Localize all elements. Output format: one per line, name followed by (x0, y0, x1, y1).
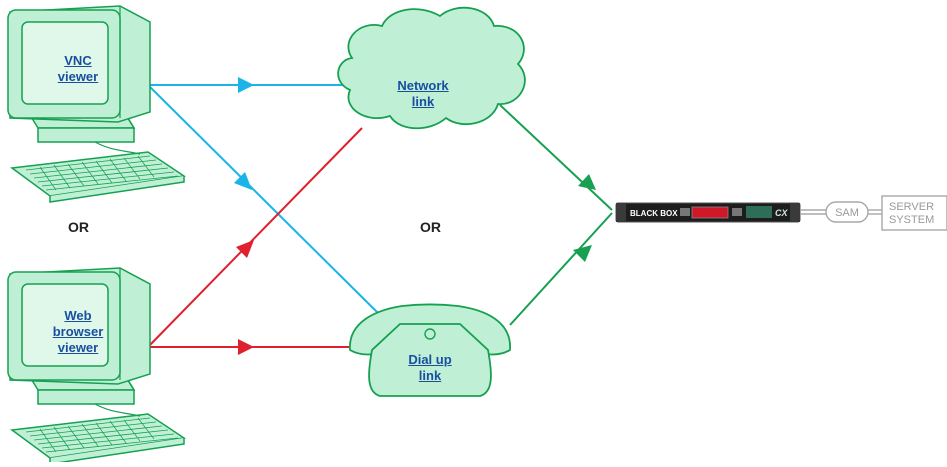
device-port-2 (732, 208, 742, 216)
arrow-vnc-dialup (234, 172, 252, 190)
web-viewer-label-line1: Web (64, 308, 92, 323)
vnc-computer (7, 5, 185, 203)
arrow-dialup-device (573, 245, 592, 262)
dialup-to-device-line (509, 212, 613, 326)
blackbox-device (615, 202, 801, 223)
arrow-web-network (236, 240, 254, 258)
arrow-network-device (578, 174, 596, 190)
device-display (691, 206, 729, 219)
sam-connection (800, 195, 947, 231)
web-viewer-label-line3: viewer (57, 340, 99, 355)
green-connections (499, 104, 613, 326)
network-to-device-line (499, 104, 613, 211)
dialup-link[interactable]: Dial up link (394, 352, 466, 384)
web-viewer-label-line2: browser (52, 324, 104, 339)
device-logo-panel (746, 206, 772, 218)
device-model-label: CX (775, 208, 788, 218)
dialup-link-label-line2: link (418, 368, 442, 383)
web-browser-viewer-link[interactable]: Web browser viewer (44, 308, 112, 356)
or-label-middle: OR (420, 219, 441, 235)
device-brand-label: BLACK BOX (630, 209, 678, 218)
web-computer-graphic (7, 267, 185, 465)
dialup-telephone (349, 303, 511, 397)
network-link-label-line2: link (411, 94, 435, 109)
server-label-line1: SERVER (889, 201, 934, 213)
network-link[interactable]: Network link (388, 78, 458, 110)
blue-connections (147, 84, 379, 314)
sam-label: SAM (835, 207, 859, 219)
dialup-link-label-line1: Dial up (408, 352, 452, 367)
device-left-cap (616, 203, 626, 222)
network-link-label-line1: Network (397, 78, 449, 93)
vnc-viewer-label-line1: VNC (64, 53, 92, 68)
vnc-to-dialup-line (147, 84, 379, 314)
red-connections (147, 127, 363, 348)
arrow-vnc-network (238, 77, 254, 93)
server-box (881, 195, 947, 231)
device-right-cap (790, 203, 800, 222)
device-port-1 (680, 208, 690, 216)
sam-box (825, 201, 869, 223)
network-cloud (337, 6, 526, 130)
arrow-web-dialup (238, 339, 254, 355)
vnc-viewer-label-line2: viewer (57, 69, 99, 84)
web-computer (7, 267, 185, 465)
server-label-line2: SYSTEM (889, 214, 934, 226)
or-label-left: OR (68, 219, 89, 235)
web-to-network-line (147, 127, 363, 348)
vnc-computer-graphic (7, 5, 185, 203)
vnc-viewer-link[interactable]: VNC viewer (48, 53, 108, 85)
